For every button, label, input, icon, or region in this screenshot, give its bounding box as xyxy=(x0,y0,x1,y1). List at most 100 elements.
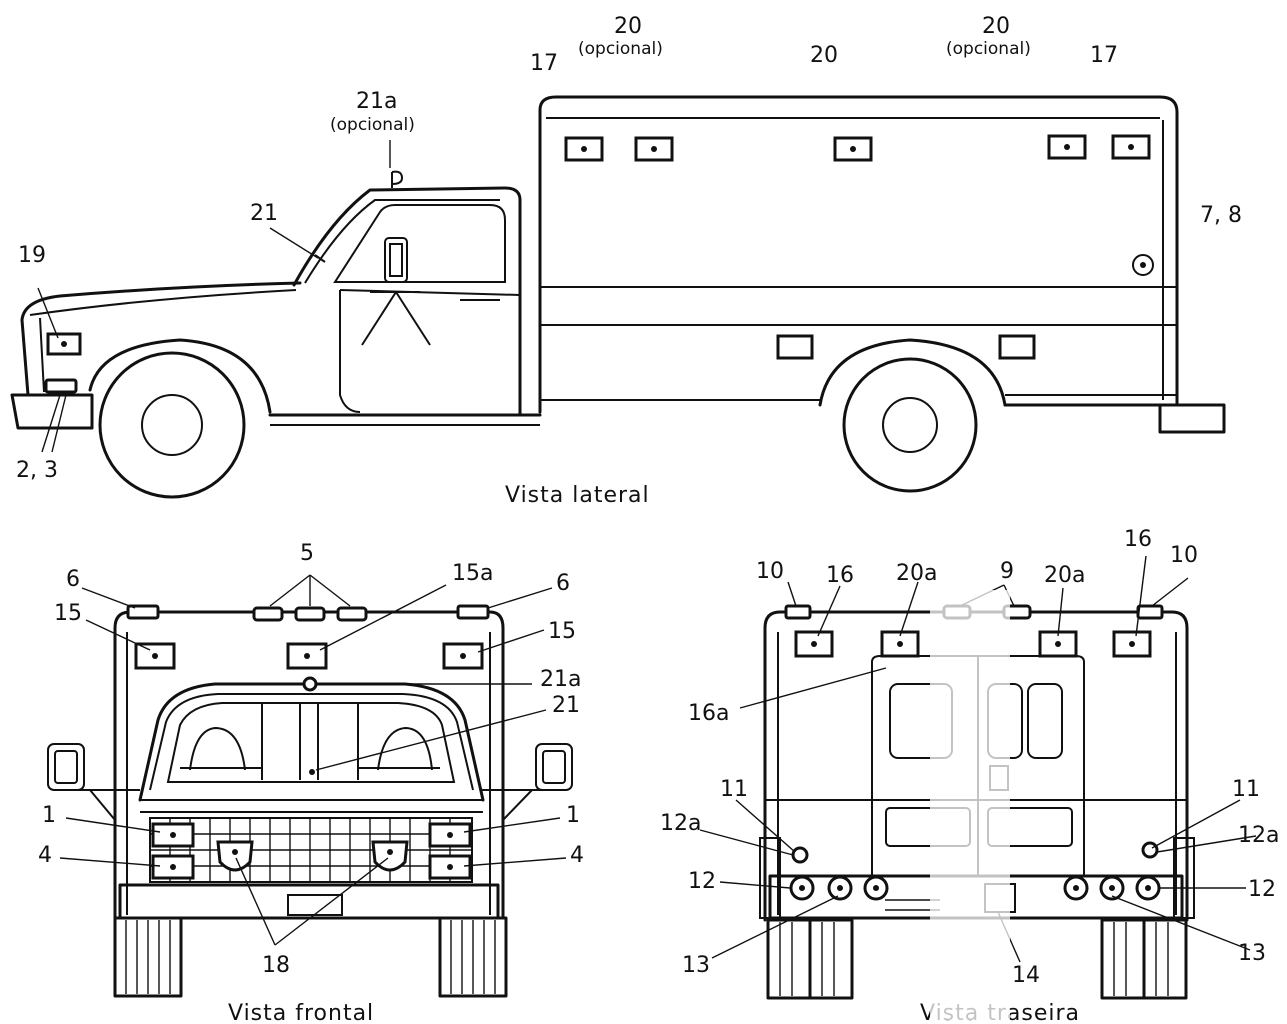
rear-lamp-12-right-1 xyxy=(1063,875,1089,901)
label-4: 4 xyxy=(38,843,52,868)
label-20: 20 xyxy=(810,43,838,68)
front-lamp-21a xyxy=(302,676,318,692)
front-view-leader-lines xyxy=(59,574,567,946)
label-16: 16 xyxy=(826,563,854,588)
label-13: 13 xyxy=(1238,941,1266,966)
label-19: 19 xyxy=(18,243,46,268)
label-2-3: 2, 3 xyxy=(16,458,58,483)
label-6: 6 xyxy=(556,571,570,596)
front-lamp-5-right xyxy=(336,606,368,622)
label-20a: 20a xyxy=(1044,563,1085,588)
label-12: 12 xyxy=(688,869,716,894)
label-16a: 16a xyxy=(688,701,729,726)
label-20a: 20a xyxy=(896,561,937,586)
rear-tire-left xyxy=(766,918,854,1000)
front-tire-left xyxy=(113,916,183,998)
front-lamp-21 xyxy=(309,769,315,775)
side-lamp-20-optional-front xyxy=(634,136,674,162)
label-12: 12 xyxy=(1248,877,1276,902)
rear-lamp-12-right-3 xyxy=(1135,875,1161,901)
side-view-leader-lines xyxy=(37,140,391,453)
label-optional: (opcional) xyxy=(578,39,663,59)
side-view: 17 20 (opcional) 20 20 (opcional) 17 21a… xyxy=(10,14,1242,508)
rear-lamp-10-right xyxy=(1136,604,1164,620)
rear-lamp-12-left-2 xyxy=(827,875,853,901)
rear-view-leader-lines xyxy=(699,555,1257,963)
label-21a: 21a xyxy=(540,667,581,692)
rear-lamp-10-left xyxy=(784,604,812,620)
label-20: 20 xyxy=(614,14,642,39)
label-21: 21 xyxy=(552,693,580,718)
rear-lamp-12a-right xyxy=(1141,841,1159,859)
rear-lamp-16-right xyxy=(1112,630,1152,658)
side-view-labels: 17 20 (opcional) 20 20 (opcional) 17 21a… xyxy=(16,14,1242,508)
side-lower-lamp-1 xyxy=(776,334,814,360)
label-optional: (opcional) xyxy=(330,115,415,135)
label-20: 20 xyxy=(982,14,1010,39)
label-12a: 12a xyxy=(660,811,701,836)
label-12a: 12a xyxy=(1238,823,1279,848)
label-17: 17 xyxy=(1090,43,1118,68)
side-lamp-20-optional-rear xyxy=(1047,134,1087,160)
label-18: 18 xyxy=(262,953,290,978)
front-lamp-6-left xyxy=(126,604,160,620)
rear-lamp-16-left xyxy=(794,630,834,658)
front-view: 6 5 15a 6 15 15 21a 21 1 1 4 4 18 Vista … xyxy=(38,541,584,1024)
front-lamp-1-right xyxy=(428,822,472,848)
side-lamp-20-center xyxy=(833,136,873,162)
side-marker-lamp-17-front xyxy=(564,136,604,162)
label-21a: 21a xyxy=(356,89,397,114)
label-5: 5 xyxy=(300,541,314,566)
label-21: 21 xyxy=(250,201,278,226)
side-lamp-21 xyxy=(314,254,326,263)
side-lamp-7-8 xyxy=(1132,254,1154,276)
front-lamp-15-right xyxy=(442,642,484,670)
label-11: 11 xyxy=(1232,777,1260,802)
rear-tire-right xyxy=(1100,918,1188,1000)
label-6: 6 xyxy=(66,567,80,592)
label-4: 4 xyxy=(570,843,584,868)
front-lamp-5-center xyxy=(294,606,326,622)
label-optional: (opcional) xyxy=(946,39,1031,59)
label-11: 11 xyxy=(720,777,748,802)
front-lamp-6-right xyxy=(456,604,490,620)
rear-lamp-12-left-1 xyxy=(789,875,815,901)
label-1: 1 xyxy=(42,803,56,828)
front-lamp-1-left xyxy=(151,822,195,848)
front-lamp-18-left xyxy=(216,840,254,872)
label-16: 16 xyxy=(1124,527,1152,552)
label-9: 9 xyxy=(1000,559,1014,584)
front-lamp-15-left xyxy=(134,642,176,670)
front-view-body xyxy=(47,610,573,998)
label-10: 10 xyxy=(756,559,784,584)
side-view-title: Vista lateral xyxy=(505,483,650,508)
side-view-lamps xyxy=(46,134,1154,360)
side-lamp-19 xyxy=(46,332,82,356)
front-tire-right xyxy=(438,916,508,998)
side-view-body xyxy=(10,95,1226,499)
scan-washout xyxy=(930,590,1010,1020)
front-lamp-5-left xyxy=(252,606,284,622)
label-10: 10 xyxy=(1170,543,1198,568)
front-lamp-15a xyxy=(286,642,328,670)
front-view-lamps xyxy=(126,604,490,880)
label-15: 15 xyxy=(54,601,82,626)
label-17: 17 xyxy=(530,51,558,76)
front-lamp-4-right xyxy=(428,854,472,880)
side-lower-lamp-2 xyxy=(998,334,1036,360)
label-15a: 15a xyxy=(452,561,493,586)
front-lamp-4-left xyxy=(151,854,195,880)
rear-lamp-12-right-2 xyxy=(1099,875,1125,901)
front-view-labels: 6 5 15a 6 15 15 21a 21 1 1 4 4 18 Vista … xyxy=(38,541,584,1024)
rear-view: 10 16 20a 9 20a 16 10 16a 11 11 12a 12a … xyxy=(660,527,1279,1024)
label-14: 14 xyxy=(1012,963,1040,988)
label-7-8: 7, 8 xyxy=(1200,203,1242,228)
front-view-title: Vista frontal xyxy=(228,1001,374,1024)
rear-lamp-12-left-3 xyxy=(863,875,889,901)
label-1: 1 xyxy=(566,803,580,828)
side-marker-lamp-17-rear xyxy=(1111,134,1151,160)
label-13: 13 xyxy=(682,953,710,978)
rear-lamp-12a-left xyxy=(791,846,809,864)
